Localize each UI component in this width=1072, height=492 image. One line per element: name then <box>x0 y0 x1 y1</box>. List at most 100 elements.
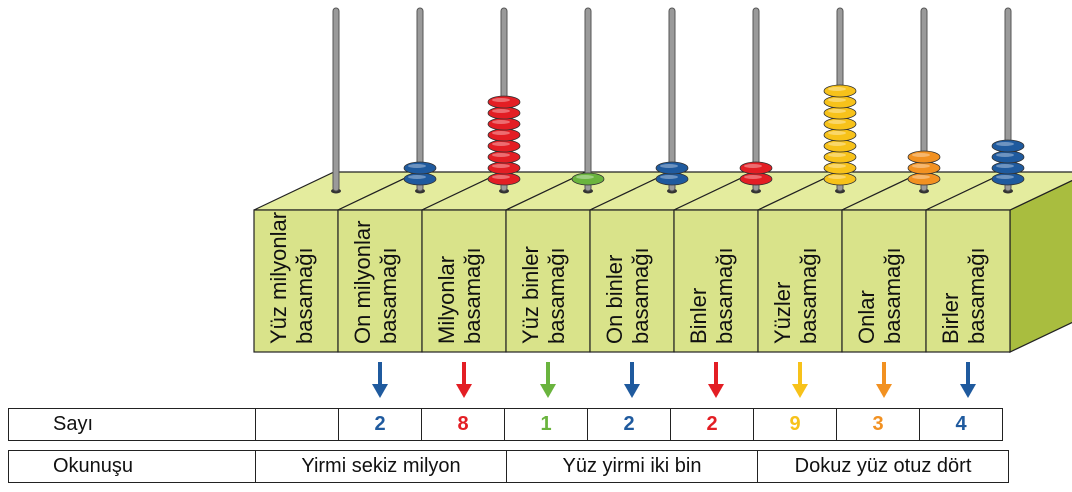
place-value-label-suffix: basamağı <box>376 247 401 344</box>
block-front-face <box>253 209 339 353</box>
bead <box>571 172 605 186</box>
bead-highlight <box>660 164 678 168</box>
place-value-label: Onlar <box>854 290 879 344</box>
block-front-face <box>505 209 591 353</box>
reading-group-ones: Dokuz yüz otuz dört <box>757 450 1009 483</box>
place-value-label-suffix: basamağı <box>544 247 569 344</box>
digit-cell: 1 <box>504 408 588 441</box>
down-arrow-icon <box>540 384 556 398</box>
place-value-label: Yüzler <box>770 282 795 344</box>
digit-cell: 9 <box>753 408 837 441</box>
reading-row: Okunuşu Yirmi sekiz milyon Yüz yirmi iki… <box>8 450 1009 483</box>
bead-highlight <box>996 153 1014 157</box>
bead <box>991 139 1025 153</box>
block-front-face <box>589 209 675 353</box>
block-front-face <box>421 209 507 353</box>
bead <box>739 161 773 175</box>
bead-highlight <box>492 120 510 124</box>
bead <box>991 150 1025 164</box>
bead <box>823 150 857 164</box>
bead-highlight <box>744 175 762 179</box>
abacus-rod <box>332 7 340 192</box>
block-front-face <box>925 209 1011 353</box>
bead-highlight <box>996 175 1014 179</box>
bead-highlight <box>828 98 846 102</box>
bead <box>907 172 941 186</box>
down-arrow-icon <box>708 384 724 398</box>
bead <box>823 95 857 109</box>
bead-highlight <box>408 175 426 179</box>
digit-cell: 4 <box>919 408 1003 441</box>
bead-highlight <box>828 131 846 135</box>
abacus-rod <box>752 7 760 192</box>
bead-highlight <box>996 164 1014 168</box>
bead <box>907 161 941 175</box>
place-value-label-suffix: basamağı <box>460 247 485 344</box>
bead <box>487 117 521 131</box>
number-row: Sayı 2 8 1 2 2 9 3 4 <box>8 408 1003 441</box>
reading-group-thousands: Yüz yirmi iki bin <box>506 450 758 483</box>
bead <box>907 150 941 164</box>
bead <box>823 106 857 120</box>
bead <box>655 172 689 186</box>
bead-highlight <box>492 142 510 146</box>
down-arrow-icon <box>456 384 472 398</box>
place-value-label-suffix: basamağı <box>964 247 989 344</box>
bead <box>823 128 857 142</box>
bead <box>487 161 521 175</box>
bead-highlight <box>996 142 1014 146</box>
place-value-label: Yüz binler <box>518 246 543 344</box>
bead <box>487 106 521 120</box>
bead <box>487 172 521 186</box>
bead <box>739 172 773 186</box>
number-row-header: Sayı <box>8 408 256 441</box>
down-arrow-icon <box>372 384 388 398</box>
bead-highlight <box>828 164 846 168</box>
place-value-label-suffix: basamağı <box>628 247 653 344</box>
place-value-label-suffix: basamağı <box>796 247 821 344</box>
bead <box>991 161 1025 175</box>
bead-highlight <box>492 164 510 168</box>
bead <box>403 161 437 175</box>
place-value-label-suffix: basamağı <box>712 247 737 344</box>
abacus-rod <box>416 7 424 192</box>
place-value-label: On milyonlar <box>350 221 375 344</box>
place-value-label: Milyonlar <box>434 256 459 344</box>
down-arrow-icon <box>792 384 808 398</box>
digit-cell: 2 <box>670 408 754 441</box>
abacus-rod <box>668 7 676 192</box>
digit-cell <box>255 408 339 441</box>
bead-highlight <box>828 109 846 113</box>
bead-highlight <box>828 142 846 146</box>
bead-highlight <box>744 164 762 168</box>
bead <box>991 172 1025 186</box>
bead <box>487 128 521 142</box>
digit-cell: 3 <box>836 408 920 441</box>
bead <box>823 161 857 175</box>
place-value-label: Yüz milyonlar <box>266 212 291 344</box>
bead-highlight <box>492 109 510 113</box>
bead-highlight <box>828 120 846 124</box>
bead-highlight <box>828 175 846 179</box>
bead-highlight <box>828 153 846 157</box>
bead <box>487 95 521 109</box>
reading-group-millions: Yirmi sekiz milyon <box>255 450 507 483</box>
digit-cell: 2 <box>587 408 671 441</box>
bead <box>487 150 521 164</box>
place-value-label: Birler <box>938 293 963 344</box>
bead-highlight <box>492 175 510 179</box>
digit-cell: 8 <box>421 408 505 441</box>
bead <box>655 161 689 175</box>
block-front-face <box>337 209 423 353</box>
bead-highlight <box>912 153 930 157</box>
reading-row-header: Okunuşu <box>8 450 256 483</box>
digit-cell: 2 <box>338 408 422 441</box>
bead-highlight <box>492 153 510 157</box>
bead-highlight <box>912 164 930 168</box>
block-front-face <box>757 209 843 353</box>
bead <box>823 117 857 131</box>
down-arrow-icon <box>624 384 640 398</box>
bead-highlight <box>492 98 510 102</box>
place-value-label-suffix: basamağı <box>292 247 317 344</box>
